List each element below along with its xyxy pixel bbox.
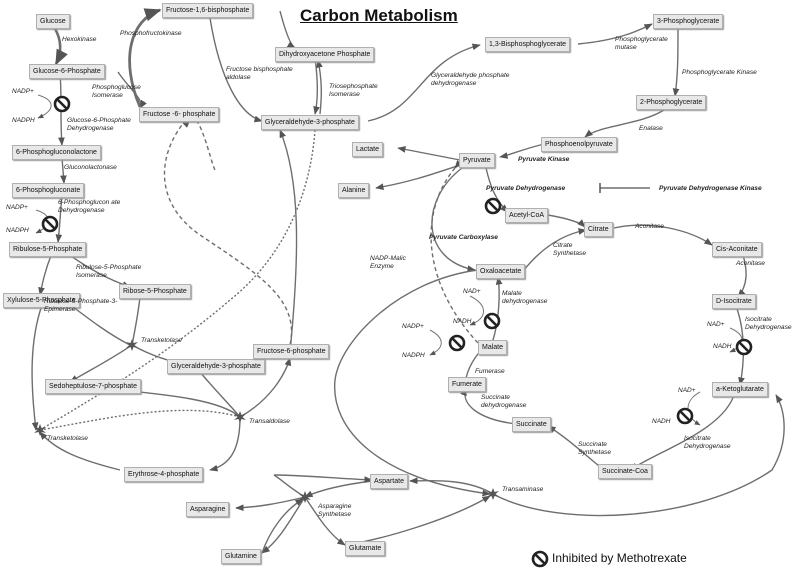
enzyme-glyceraldehyde-phosphate-dehydrogenase: Glyceraldehyde phosphate dehydrogenase bbox=[431, 72, 510, 87]
node-malate: Malate bbox=[478, 340, 508, 355]
cofactor-nadh: NADH bbox=[652, 418, 671, 425]
enzyme-succinate-synthetase: Succinate Synthetase bbox=[578, 441, 611, 456]
node-glyceraldehyde-3-phosphate-ppp: Glyceraldehyde-3-phosphate bbox=[167, 359, 265, 374]
enzyme-gluconolactonase: Gluconolactonase bbox=[64, 164, 117, 171]
enzyme-enolase: Enalase bbox=[639, 125, 663, 132]
enzyme-phosphoglycerate-kinase: Phosphoglycerate Kinase bbox=[682, 69, 757, 76]
enzyme-aconitase: Aconitase bbox=[635, 223, 664, 230]
node-glutamine: Glutamine bbox=[221, 549, 261, 564]
node-sedoheptulose-7-phosphate: Sedoheptulose-7-phosphate bbox=[45, 379, 141, 394]
no-entry-icon bbox=[735, 338, 753, 356]
node-asparagine: Asparagine bbox=[186, 502, 230, 517]
enzyme-hexokinase: Hexokinase bbox=[62, 36, 97, 43]
enzyme-pyruvate-dehydrogenase: Pyruvate Dehydrogenase bbox=[486, 185, 566, 192]
enzyme-citrate-synthetase: Citrate Synthetase bbox=[553, 242, 586, 257]
enzyme-phosphofructokinase: Phosphofructokinase bbox=[120, 30, 182, 37]
node-lactate: Lactate bbox=[352, 142, 383, 157]
enzyme-malate-dehydrogenase: Malate dehydrogenase bbox=[502, 290, 548, 305]
node-dihydroxyacetone-phosphate: Dihydroxyacetone Phosphate bbox=[275, 47, 375, 62]
cofactor-nadp: NADP+ bbox=[402, 323, 424, 330]
node-d-isocitrate: D-Isocitrate bbox=[712, 294, 756, 309]
node-erythrose-4-phosphate: Erythrose-4-phosphate bbox=[124, 467, 204, 482]
node-succinate-coa: Succinate-Coa bbox=[598, 464, 652, 479]
node-phosphoenolpyruvate: Phosphoenolpyruvate bbox=[541, 137, 617, 152]
cofactor-nad: NAD+ bbox=[678, 387, 696, 394]
no-entry-icon bbox=[676, 407, 694, 425]
no-entry-icon bbox=[531, 550, 549, 568]
enzyme-pyruvate-dehydrogenase-kinase: Pyruvate Dehydrogenase Kinase bbox=[659, 185, 762, 192]
node-xylulose-5-phosphate: Xylulose-5-Phosphate bbox=[3, 293, 80, 308]
no-entry-icon bbox=[448, 334, 466, 352]
diagram-title: Carbon Metabolism bbox=[300, 6, 458, 25]
no-entry-icon bbox=[484, 197, 502, 215]
legend-label: Inhibited by Methotrexate bbox=[552, 551, 687, 565]
node-6-phosphogluconolactone: 6-Phosphogluconolactone bbox=[12, 145, 101, 160]
node-glyceraldehyde-3-phosphate: Glyceraldehyde-3-phosphate bbox=[261, 115, 359, 130]
no-entry-icon bbox=[41, 215, 59, 233]
node-cis-aconitate: Cis-Aconitate bbox=[712, 242, 762, 257]
enzyme-triosephosphate-isomerase: Triosephosphate Isomerase bbox=[329, 83, 378, 98]
node-2-phosphoglycerate: 2-Phosphoglycerate bbox=[636, 95, 707, 110]
enzyme-fumerase: Fumerase bbox=[475, 368, 505, 375]
node-ribose-5-phosphate: Ribose-5-Phosphate bbox=[119, 284, 191, 299]
node-fumerate: Fumerate bbox=[448, 377, 486, 392]
enzyme-transaminase: Transaminase bbox=[502, 486, 544, 493]
node-aspartate: Aspartate bbox=[370, 474, 408, 489]
enzyme-g6p-dehydrogenase: Glucose-6-Phosphate Dehydrogenase bbox=[67, 117, 131, 132]
node-6-phosphogluconate: 6-Phosphogluconate bbox=[12, 183, 85, 198]
enzyme-phosphoglucose-isomerase: Phosphoglucose Isomerase bbox=[92, 84, 141, 99]
node-fructose-6-phosphate: Fructose -6- phosphate bbox=[139, 107, 220, 122]
junction-star bbox=[126, 339, 138, 351]
cofactor-nadp: NADP+ bbox=[12, 88, 34, 95]
cofactor-nad: NAD+ bbox=[463, 288, 481, 295]
cofactor-nadph: NADPH bbox=[12, 117, 35, 124]
cofactor-nadh: NADH bbox=[453, 318, 472, 325]
enzyme-ribulose-5-phosphate-isomerase: Ribulose-5-Phosphate Isomerase bbox=[76, 264, 142, 279]
node-oxaloacetate: Oxaloacetate bbox=[476, 264, 526, 279]
enzyme-transketolase: Transketolase bbox=[141, 337, 182, 344]
no-entry-icon bbox=[53, 95, 71, 113]
enzyme-succinate-dehydrogenase: Succinate dehydrogenase bbox=[481, 394, 527, 409]
enzyme-transaldolase: Transaldolase bbox=[249, 418, 290, 425]
node-glutamate: Glutamate bbox=[345, 541, 386, 556]
node-a-ketoglutarate: a-Ketoglutarate bbox=[712, 382, 768, 397]
node-citrate: Citrate bbox=[584, 222, 613, 237]
node-glucose: Glucose bbox=[36, 14, 70, 29]
enzyme-phosphoglycerate-mutase: Phosphoglycerate mutase bbox=[615, 36, 668, 51]
enzyme-isocitrate-dehydrogenase: Isocitrate Dehydrogenase bbox=[684, 435, 731, 450]
no-entry-icon bbox=[483, 312, 501, 330]
node-glucose-6-phosphate: Glucose-6-Phosphate bbox=[29, 64, 105, 79]
node-succinate: Succinate bbox=[512, 417, 551, 432]
enzyme-nadp-malic-enzyme: NADP-Malic Enzyme bbox=[370, 255, 406, 270]
enzyme-aconitase: Aconitase bbox=[736, 260, 765, 267]
node-fructose-6-phosphate-ppp: Fructose-6-phosphate bbox=[253, 344, 330, 359]
enzyme-pyruvate-kinase: Pyruvate Kinase bbox=[518, 156, 570, 163]
enzyme-fructose-bisphosphate-aldolase: Fructose bisphosphate aldolase bbox=[226, 66, 293, 81]
cofactor-nadph: NADPH bbox=[402, 352, 425, 359]
enzyme-pyruvate-carboxylase: Pyruvate Carboxylase bbox=[429, 234, 498, 241]
enzyme-ribulose-5-phosphate-epimerase: Ribulose-5-Phosphate-3- Epimerase bbox=[44, 298, 118, 313]
node-3-phosphoglycerate: 3-Phosphoglycerate bbox=[653, 14, 724, 29]
node-fructose-1-6-bisphosphate: Fructose-1,6-bisphosphate bbox=[162, 3, 254, 18]
cofactor-nadh: NADH bbox=[713, 343, 732, 350]
enzyme-isocitrate-dehydrogenase: Isocitrate Dehydrogenase bbox=[745, 316, 792, 331]
node-1-3-bisphosphoglycerate: 1,3-Bisphosphoglycerate bbox=[485, 37, 571, 52]
node-pyruvate: Pyruvate bbox=[459, 153, 495, 168]
node-acetyl-coa: Acetyl-CoA bbox=[505, 208, 549, 223]
node-ribulose-5-phosphate: Ribulose-5-Phosphate bbox=[9, 242, 87, 257]
cofactor-nadph: NADPH bbox=[6, 227, 29, 234]
node-alanine: Alanine bbox=[338, 183, 370, 198]
enzyme-6-phosphogluconate-dehydrogenase: 6-Phosphoglucon ate Dehydrogenase bbox=[58, 199, 121, 214]
enzyme-transketolase: Transketolase bbox=[47, 435, 88, 442]
cofactor-nad: NAD+ bbox=[707, 321, 725, 328]
cofactor-nadp: NADP+ bbox=[6, 204, 28, 211]
enzyme-asparagine-synthetase: Asparagine Synthetase bbox=[318, 503, 352, 518]
